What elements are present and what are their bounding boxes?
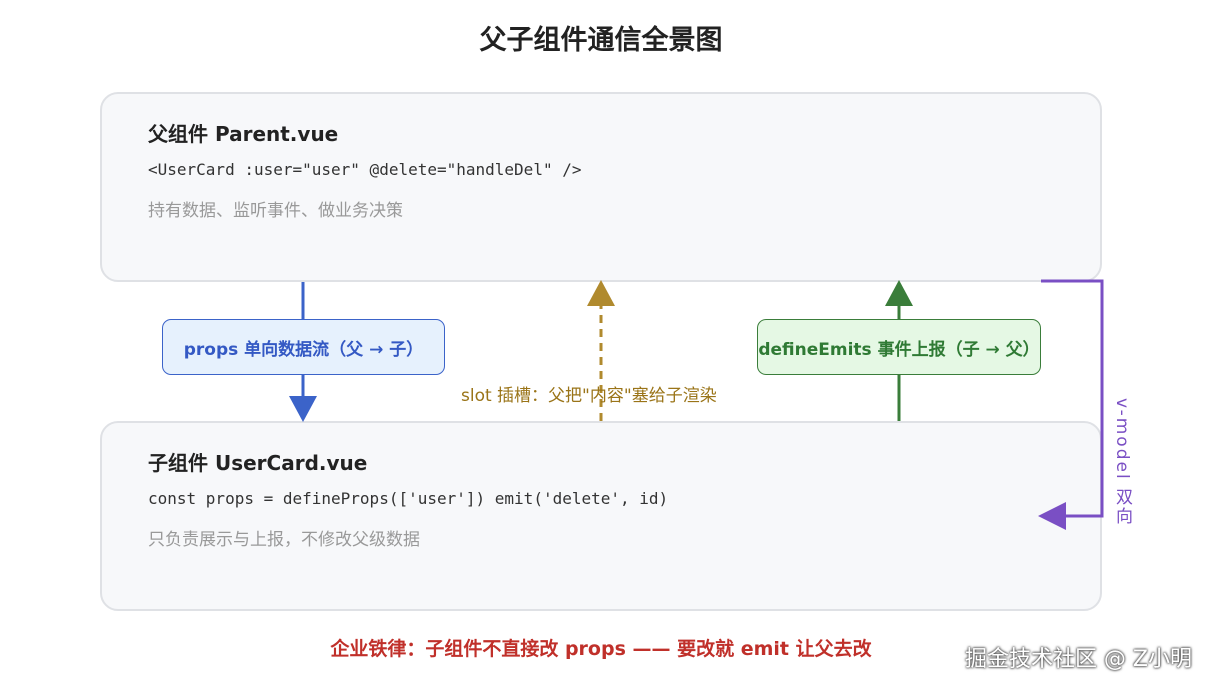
- diagram-title: 父子组件通信全景图: [479, 25, 723, 56]
- child-code: const props = defineProps(['user']) emit…: [148, 489, 669, 508]
- enterprise-rule-note: 企业铁律：子组件不直接改 props —— 要改就 emit 让父去改: [330, 638, 872, 660]
- child-description: 只负责展示与上报，不修改父级数据: [148, 530, 420, 550]
- child-component-box: 子组件 UserCard.vue const props = definePro…: [100, 421, 1102, 611]
- vmodel-label: v-model 双向: [1112, 398, 1132, 527]
- emits-arrowhead: [885, 280, 913, 306]
- watermark: 掘金技术社区 @ Z小明: [964, 647, 1192, 672]
- parent-description: 持有数据、监听事件、做业务决策: [148, 201, 403, 221]
- slot-arrowhead: [587, 280, 615, 306]
- props-label-pill: props 单向数据流（父 → 子）: [162, 319, 445, 375]
- emits-label-pill: defineEmits 事件上报（子 → 父）: [757, 319, 1041, 375]
- child-title: 子组件 UserCard.vue: [148, 451, 368, 475]
- vmodel-arrow-line: [1041, 279, 1104, 518]
- parent-code: <UserCard :user="user" @delete="handleDe…: [148, 160, 582, 179]
- slot-label: slot 插槽：父把"内容"塞给子渲染: [461, 386, 717, 406]
- parent-title: 父组件 Parent.vue: [148, 122, 339, 146]
- parent-component-box: 父组件 Parent.vue <UserCard :user="user" @d…: [100, 92, 1102, 282]
- props-arrowhead: [289, 396, 317, 422]
- vmodel-arrowhead: [1038, 502, 1066, 530]
